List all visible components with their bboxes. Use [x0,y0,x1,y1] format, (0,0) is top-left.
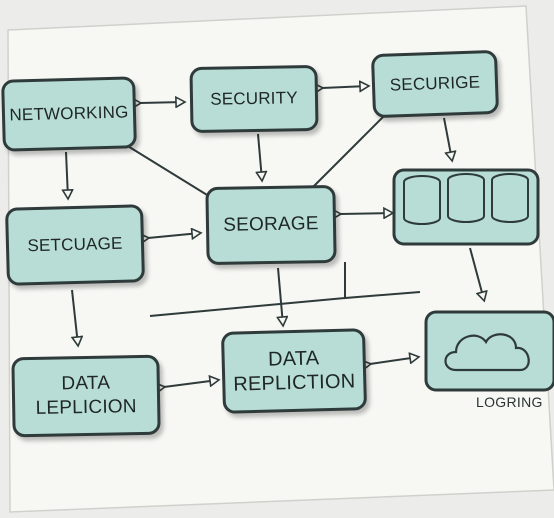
arrow-networking-setcuage [66,151,68,198]
node-setcuage-label: SETCUAGE [27,233,123,256]
database-stack-icon [392,168,540,246]
node-data-replication[interactable]: DATA REPLICTION [220,328,368,414]
node-securige[interactable]: SECURIGE [370,49,500,119]
arrow-security-storage [258,133,262,180]
line-securige-storage [309,114,386,191]
arrow-datarepl-logging [370,357,418,364]
arrow-securige-database [443,117,452,160]
node-data-replication-line1: DATA [267,346,320,371]
line-networking-storage [117,139,213,199]
logging-label: LOGRING [476,394,543,410]
node-securige-label: SECURIGE [389,72,481,95]
node-security-label: SECURITY [210,88,298,109]
node-networking-label: NETWORKING [9,102,129,125]
arrow-database-logging [469,247,484,300]
arrow-networking-security [140,102,184,103]
node-security[interactable]: SECURITY [189,64,319,134]
arrow-dataleft-datarepl [164,380,218,387]
arrow-security-securige [322,86,368,88]
node-storage[interactable]: SEORAGE [205,184,337,266]
arrow-setcuage-dataleft [71,289,78,345]
line-bottom-link [149,297,346,317]
node-networking[interactable]: NETWORKING [1,76,137,152]
node-setcuage[interactable]: SETCUAGE [5,204,145,286]
node-storage-label: SEORAGE [223,213,319,236]
line-storage-right [344,262,421,300]
node-data-left[interactable]: DATA LEPLICION [11,354,161,438]
node-data-replication-line2: REPLICTION [233,369,356,396]
cloud-icon [424,310,554,392]
arrow-storage-datarepl [278,267,283,325]
arrow-setcuage-storage [148,233,200,238]
node-data-left-line1: DATA [61,372,111,395]
arrow-storage-database [340,213,392,214]
node-data-left-line2: LEPLICION [35,396,137,419]
